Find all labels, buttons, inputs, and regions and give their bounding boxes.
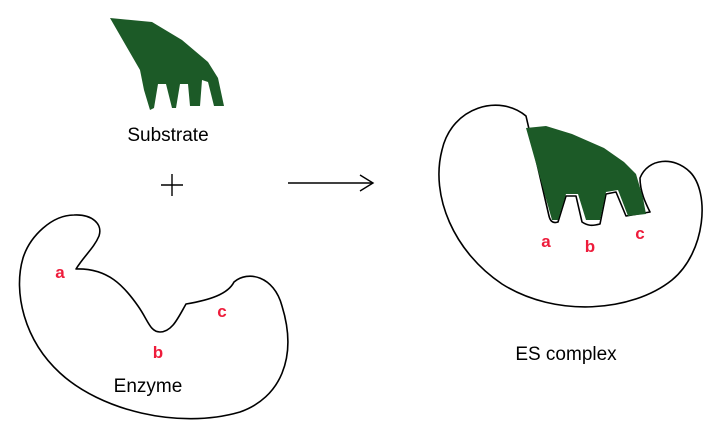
bound-substrate-shape — [526, 126, 646, 220]
plus-icon — [161, 174, 183, 196]
substrate-shape — [110, 18, 224, 110]
enzyme-label: Enzyme — [114, 376, 183, 397]
substrate-label: Substrate — [127, 125, 208, 146]
es-complex-label: ES complex — [515, 344, 617, 365]
es-complex-enzyme-shape — [438, 104, 703, 308]
es-complex-site-c-label: c — [635, 224, 644, 243]
enzyme-site-b-label: b — [153, 343, 163, 362]
es-complex-site-a-label: a — [541, 232, 551, 251]
enzyme-shape — [18, 214, 289, 420]
es-complex-site-b-label: b — [585, 237, 595, 256]
enzyme-site-c-label: c — [217, 302, 226, 321]
right-arrow-icon — [288, 174, 375, 192]
enzyme-site-a-label: a — [55, 263, 65, 282]
